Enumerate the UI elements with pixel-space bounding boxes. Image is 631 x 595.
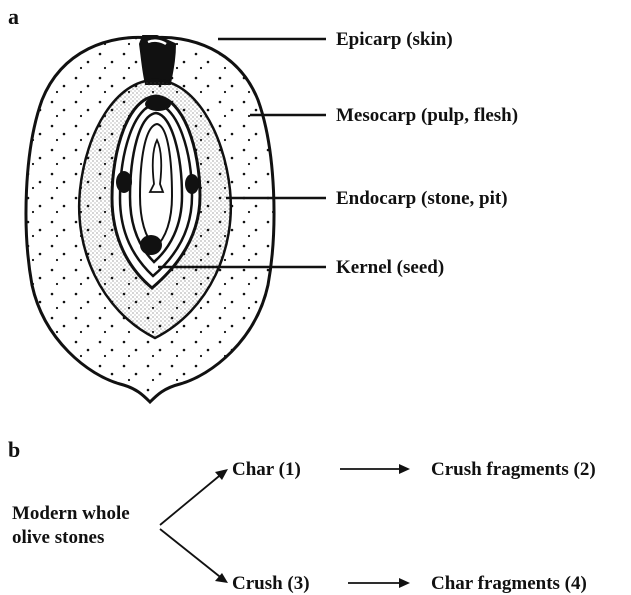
start-line-1: Modern whole (12, 503, 130, 524)
bundle-top (145, 97, 171, 111)
bundle-left (116, 171, 132, 193)
label-epicarp: Epicarp (skin) (336, 29, 453, 50)
arrow-char-to-fragments-head (399, 464, 410, 474)
label-kernel: Kernel (seed) (336, 257, 444, 278)
panel-a-letter: a (8, 4, 19, 29)
step-char-fragments: Char fragments (4) (431, 573, 587, 594)
branch-arrow-down (160, 529, 224, 580)
label-endocarp: Endocarp (stone, pit) (336, 188, 508, 209)
bundle-bottom (140, 235, 162, 255)
start-line-2: olive stones (12, 527, 104, 548)
label-mesocarp: Mesocarp (pulp, flesh) (336, 105, 518, 126)
step-crush-fragments: Crush fragments (2) (431, 459, 596, 480)
branch-arrow-up (160, 472, 224, 525)
panel-b-letter: b (8, 437, 20, 462)
arrow-crush-to-fragments-head (399, 578, 410, 588)
bundle-right (185, 174, 199, 194)
step-crush: Crush (3) (232, 573, 310, 594)
step-char: Char (1) (232, 459, 301, 480)
olive-fruit (26, 36, 274, 402)
stem-notch (140, 36, 175, 84)
